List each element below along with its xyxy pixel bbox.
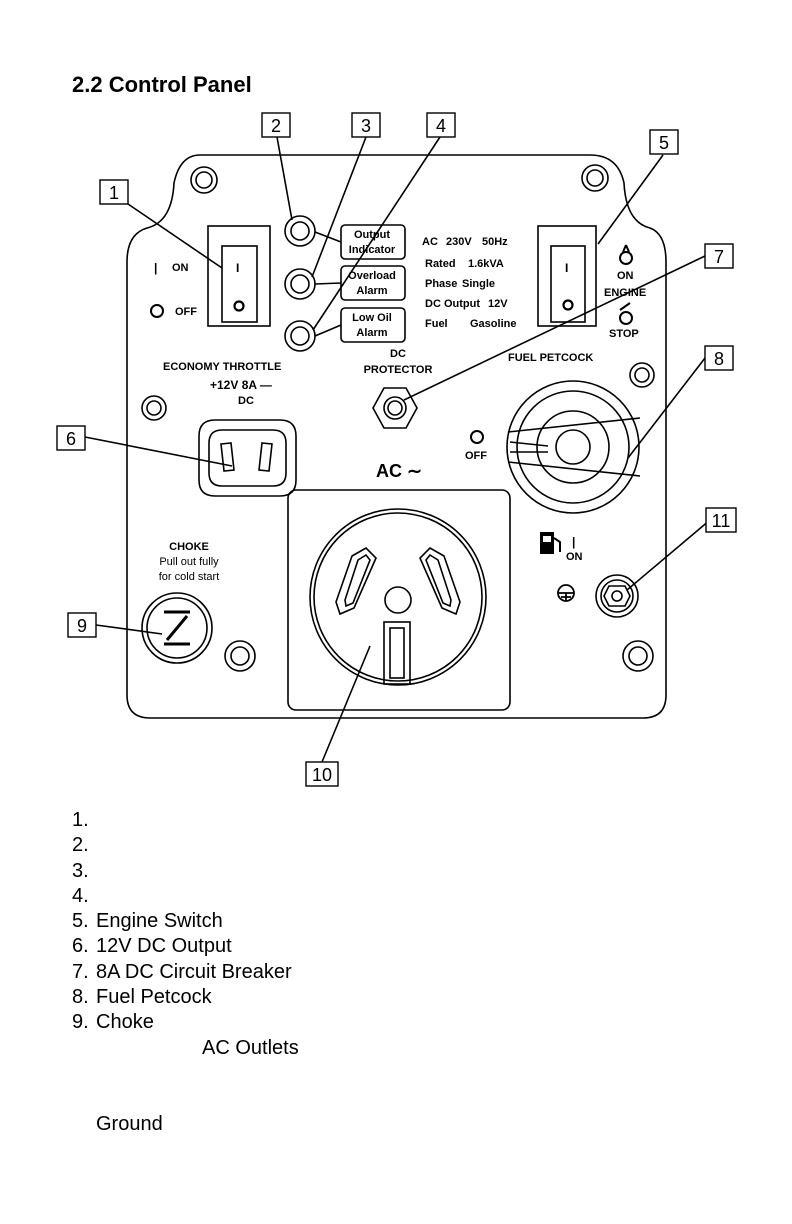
dc-label: DC — [238, 395, 254, 407]
spec-ac: AC — [422, 236, 438, 248]
list-item: 3. — [72, 859, 89, 882]
callout-7: 7 — [714, 247, 724, 267]
mount-hole-top-right — [581, 164, 609, 192]
indicator-low-oil-line1: Low Oil — [352, 312, 392, 324]
callout-1: 1 — [109, 183, 119, 203]
callout-2: 2 — [271, 116, 281, 136]
indicator-overload-line1: Overload — [348, 270, 396, 282]
list-item: 7.8A DC Circuit Breaker — [72, 960, 292, 983]
panel-outline — [126, 154, 667, 719]
engine-stop-icon — [619, 311, 633, 325]
dc-protector-line2: PROTECTOR — [364, 364, 433, 376]
page-title: 2.2 Control Panel — [72, 72, 252, 97]
fuel-off-symbol-icon — [470, 430, 484, 444]
list-item: 2. — [72, 834, 89, 857]
list-item: AC Outlets — [202, 1036, 299, 1059]
list-item — [72, 1086, 299, 1111]
spec-rated-value: 1.6kVA — [468, 258, 504, 270]
choke-label: CHOKE — [169, 541, 209, 553]
spec-ac-freq: 50Hz — [482, 236, 508, 248]
list-item: 1. — [72, 809, 89, 831]
callout-4: 4 — [436, 116, 446, 136]
list-item: Ground — [96, 1112, 163, 1135]
fuel-off-label: OFF — [465, 450, 487, 462]
list-item: 9.Choke — [72, 1011, 154, 1034]
choke-instruction-line1: Pull out fully — [159, 556, 219, 568]
component-legend: 1. 2. 3. 4. 5.Engine Switch 6.12V DC Out… — [72, 808, 299, 1137]
switch-bar-glyph: | — [154, 261, 157, 275]
spec-fuel: Fuel — [425, 318, 448, 330]
dc-output-socket — [198, 419, 297, 497]
choke-knob — [141, 592, 213, 664]
spec-ac-voltage: 230V — [446, 236, 472, 248]
callout-9: 9 — [77, 616, 87, 636]
spec-phase-value: Single — [462, 278, 495, 290]
indicator-low-oil-line2: Alarm — [356, 327, 387, 339]
rocker-on-glyph: I — [236, 261, 239, 275]
engine-on-icon — [619, 251, 633, 265]
engine-rocker-on-glyph: I — [565, 261, 568, 275]
list-item: 4. — [72, 884, 89, 907]
indicator-output-line1: Output — [354, 229, 390, 241]
engine-label: ENGINE — [604, 287, 646, 299]
dc-output-label: +12V 8A — — [210, 378, 272, 392]
list-item — [72, 1061, 299, 1086]
callout-11: 11 — [712, 511, 731, 531]
economy-throttle-label: ECONOMY THROTTLE — [163, 361, 281, 373]
indicator-output-line2: Indicator — [349, 244, 396, 256]
callout-6: 6 — [66, 429, 76, 449]
economy-throttle-switch — [207, 225, 271, 327]
spec-phase: Phase — [425, 278, 457, 290]
callout-8: 8 — [714, 349, 724, 369]
fuel-petcock-label: FUEL PETCOCK — [508, 352, 593, 364]
spec-dc: DC Output — [425, 298, 480, 310]
low-oil-alarm-light — [284, 320, 316, 352]
spec-dc-value: 12V — [488, 298, 508, 310]
mount-hole-top-left — [190, 166, 218, 194]
fuel-on-label: ON — [566, 551, 583, 563]
list-item: 5.Engine Switch — [72, 910, 223, 933]
callout-5: 5 — [659, 133, 669, 153]
fuel-pump-icon — [540, 532, 561, 554]
ac-label: AC ∼ — [376, 461, 422, 481]
ac-outlet-panel — [287, 489, 511, 711]
mount-hole-left-mid — [141, 395, 167, 421]
fuel-on-glyph: | — [572, 535, 575, 549]
spec-fuel-value: Gasoline — [470, 318, 516, 330]
ac-outlet — [309, 508, 487, 686]
switch-on-label: ON — [172, 262, 189, 274]
ground-terminal — [595, 574, 639, 618]
indicator-overload-line2: Alarm — [356, 285, 387, 297]
dc-protector-breaker — [372, 387, 418, 429]
list-item: 8.Fuel Petcock — [72, 986, 212, 1009]
spec-rated: Rated — [425, 258, 456, 270]
output-indicator-light — [284, 215, 316, 247]
fuel-petcock-knob — [506, 380, 640, 514]
engine-on-label: ON — [617, 270, 634, 282]
dc-protector-line1: DC — [390, 348, 406, 360]
engine-stop-label: STOP — [609, 328, 639, 340]
choke-instruction-line2: for cold start — [159, 571, 220, 583]
mount-hole-bottom-left — [224, 640, 256, 672]
list-item: 6.12V DC Output — [72, 935, 232, 958]
switch-off-label: OFF — [175, 306, 197, 318]
mount-hole-bottom-right — [622, 640, 654, 672]
overload-alarm-light — [284, 268, 316, 300]
callout-3: 3 — [361, 116, 371, 136]
callout-10: 10 — [312, 765, 332, 785]
mount-hole-right-mid — [629, 362, 655, 388]
engine-switch — [537, 225, 597, 327]
off-symbol-icon — [150, 304, 164, 318]
